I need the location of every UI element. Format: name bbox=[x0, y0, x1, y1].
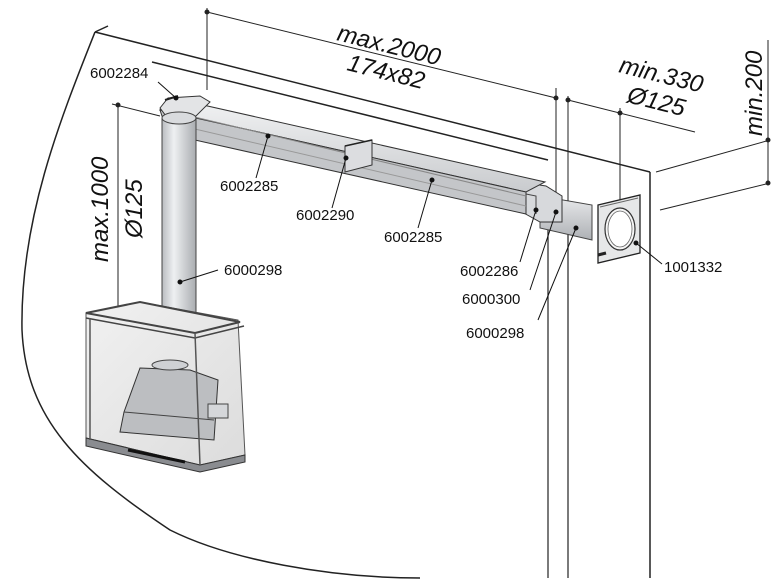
wall-corner bbox=[547, 200, 569, 578]
dim-ceiling-height: min.200 bbox=[741, 50, 768, 136]
vertical-pipe bbox=[161, 111, 197, 346]
dimension-lines bbox=[111, 8, 771, 359]
label-connector: 6002290 bbox=[296, 207, 354, 224]
label-elbow-wall: 6002286 bbox=[460, 263, 518, 280]
label-duct-right: 6002285 bbox=[384, 229, 442, 246]
label-pipe-wall: 6000298 bbox=[466, 325, 524, 342]
label-wall-outlet: 1001332 bbox=[664, 259, 722, 276]
leader-lines bbox=[157, 81, 663, 321]
label-pipe-vertical: 6000298 bbox=[224, 262, 282, 279]
dim-vertical-diameter: Ø125 bbox=[121, 179, 148, 239]
hood-enclosure bbox=[85, 300, 246, 473]
duct-connector bbox=[344, 139, 373, 173]
wall-outlet bbox=[597, 194, 641, 264]
label-duct-left: 6002285 bbox=[220, 178, 278, 195]
dim-vertical-length: max.1000 bbox=[87, 156, 114, 262]
wall-outline bbox=[21, 25, 651, 579]
label-elbow-top: 6002284 bbox=[90, 65, 148, 82]
label-adapter: 6000300 bbox=[462, 291, 520, 308]
